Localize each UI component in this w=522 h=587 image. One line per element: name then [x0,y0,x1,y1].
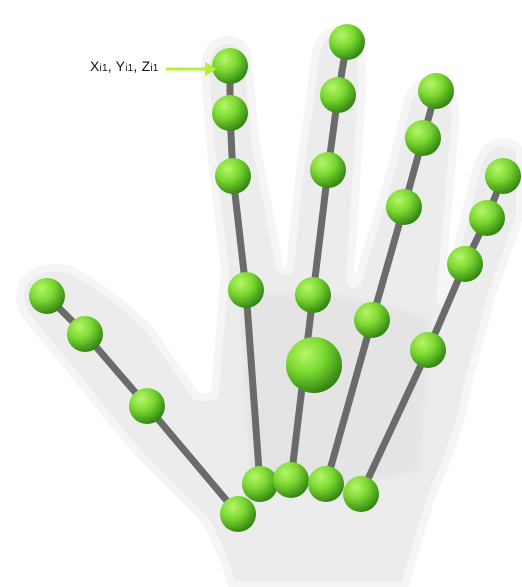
middle-joint-dip [320,77,356,113]
ring-joint-dip [405,120,441,156]
index-joint-mcp [228,272,264,308]
little-joint-mcp [410,332,446,368]
thumb-joint-tip [29,278,65,314]
middle-joint-tip [329,24,365,60]
middle-joint-pip [310,152,346,188]
y-variable: Y [116,58,126,74]
index-joint-pip [215,158,251,194]
little-joint-base [343,476,379,512]
ring-joint-tip [418,73,454,109]
z-subscript: i1 [150,63,158,74]
little-joint-dip [469,200,505,236]
ring-joint-mcp [354,302,390,338]
index-joint-tip [212,48,248,84]
ring-joint-pip [386,189,422,225]
middle-joint-mcp [295,277,331,313]
x-subscript: i1 [100,63,108,74]
index-joint-base [242,466,278,502]
thumb-joint-mcp [129,388,165,424]
little-joint-tip [485,158,521,194]
palm-center-joint [286,337,342,393]
middle-joint-base [273,462,309,498]
separator-2: , [133,58,141,74]
joint-coordinate-label: Xi1, Yi1, Zi1 [90,58,159,74]
thumb-joint-ip [67,316,103,352]
thumb-joint-cmc [220,496,256,532]
little-joint-pip [447,246,483,282]
ring-joint-base [308,466,344,502]
separator-1: , [108,58,116,74]
x-variable: X [90,58,100,74]
index-joint-dip [212,95,248,131]
